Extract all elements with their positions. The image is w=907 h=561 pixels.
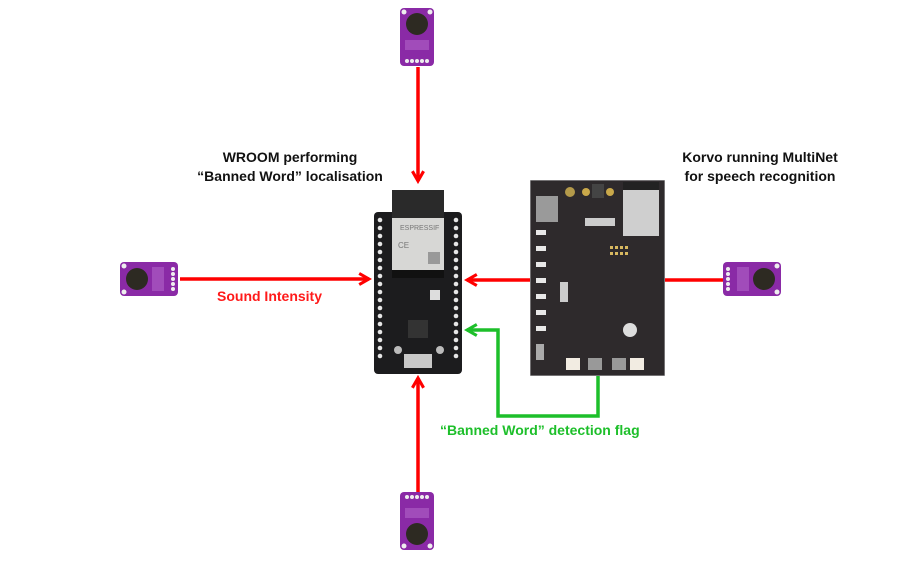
detection-flag-label: “Banned Word” detection flag: [440, 422, 640, 438]
sound-intensity-label: Sound Intensity: [217, 288, 322, 304]
microphone-bottom: [400, 492, 434, 550]
korvo-caption: Korvo running MultiNet for speech recogn…: [660, 148, 860, 186]
korvo-caption-line2: for speech recognition: [684, 168, 836, 184]
microphone-top: [400, 8, 434, 66]
wroom-caption-line2: “Banned Word” localisation: [197, 168, 383, 184]
microphone-left: [120, 262, 178, 296]
korvo-caption-line1: Korvo running MultiNet: [682, 149, 838, 165]
wroom-brand-text: ESPRESSIF: [400, 225, 439, 232]
microphone-right: [723, 262, 781, 296]
detection-flag-arrow: [467, 330, 600, 418]
wroom-caption-line1: WROOM performing: [222, 149, 358, 165]
korvo-board: [529, 179, 666, 377]
svg-text:CE: CE: [398, 241, 409, 250]
wroom-caption: WROOM performing “Banned Word” localisat…: [190, 148, 390, 186]
esp32-wroom-devkit: ESPRESSIF CE: [370, 190, 466, 374]
